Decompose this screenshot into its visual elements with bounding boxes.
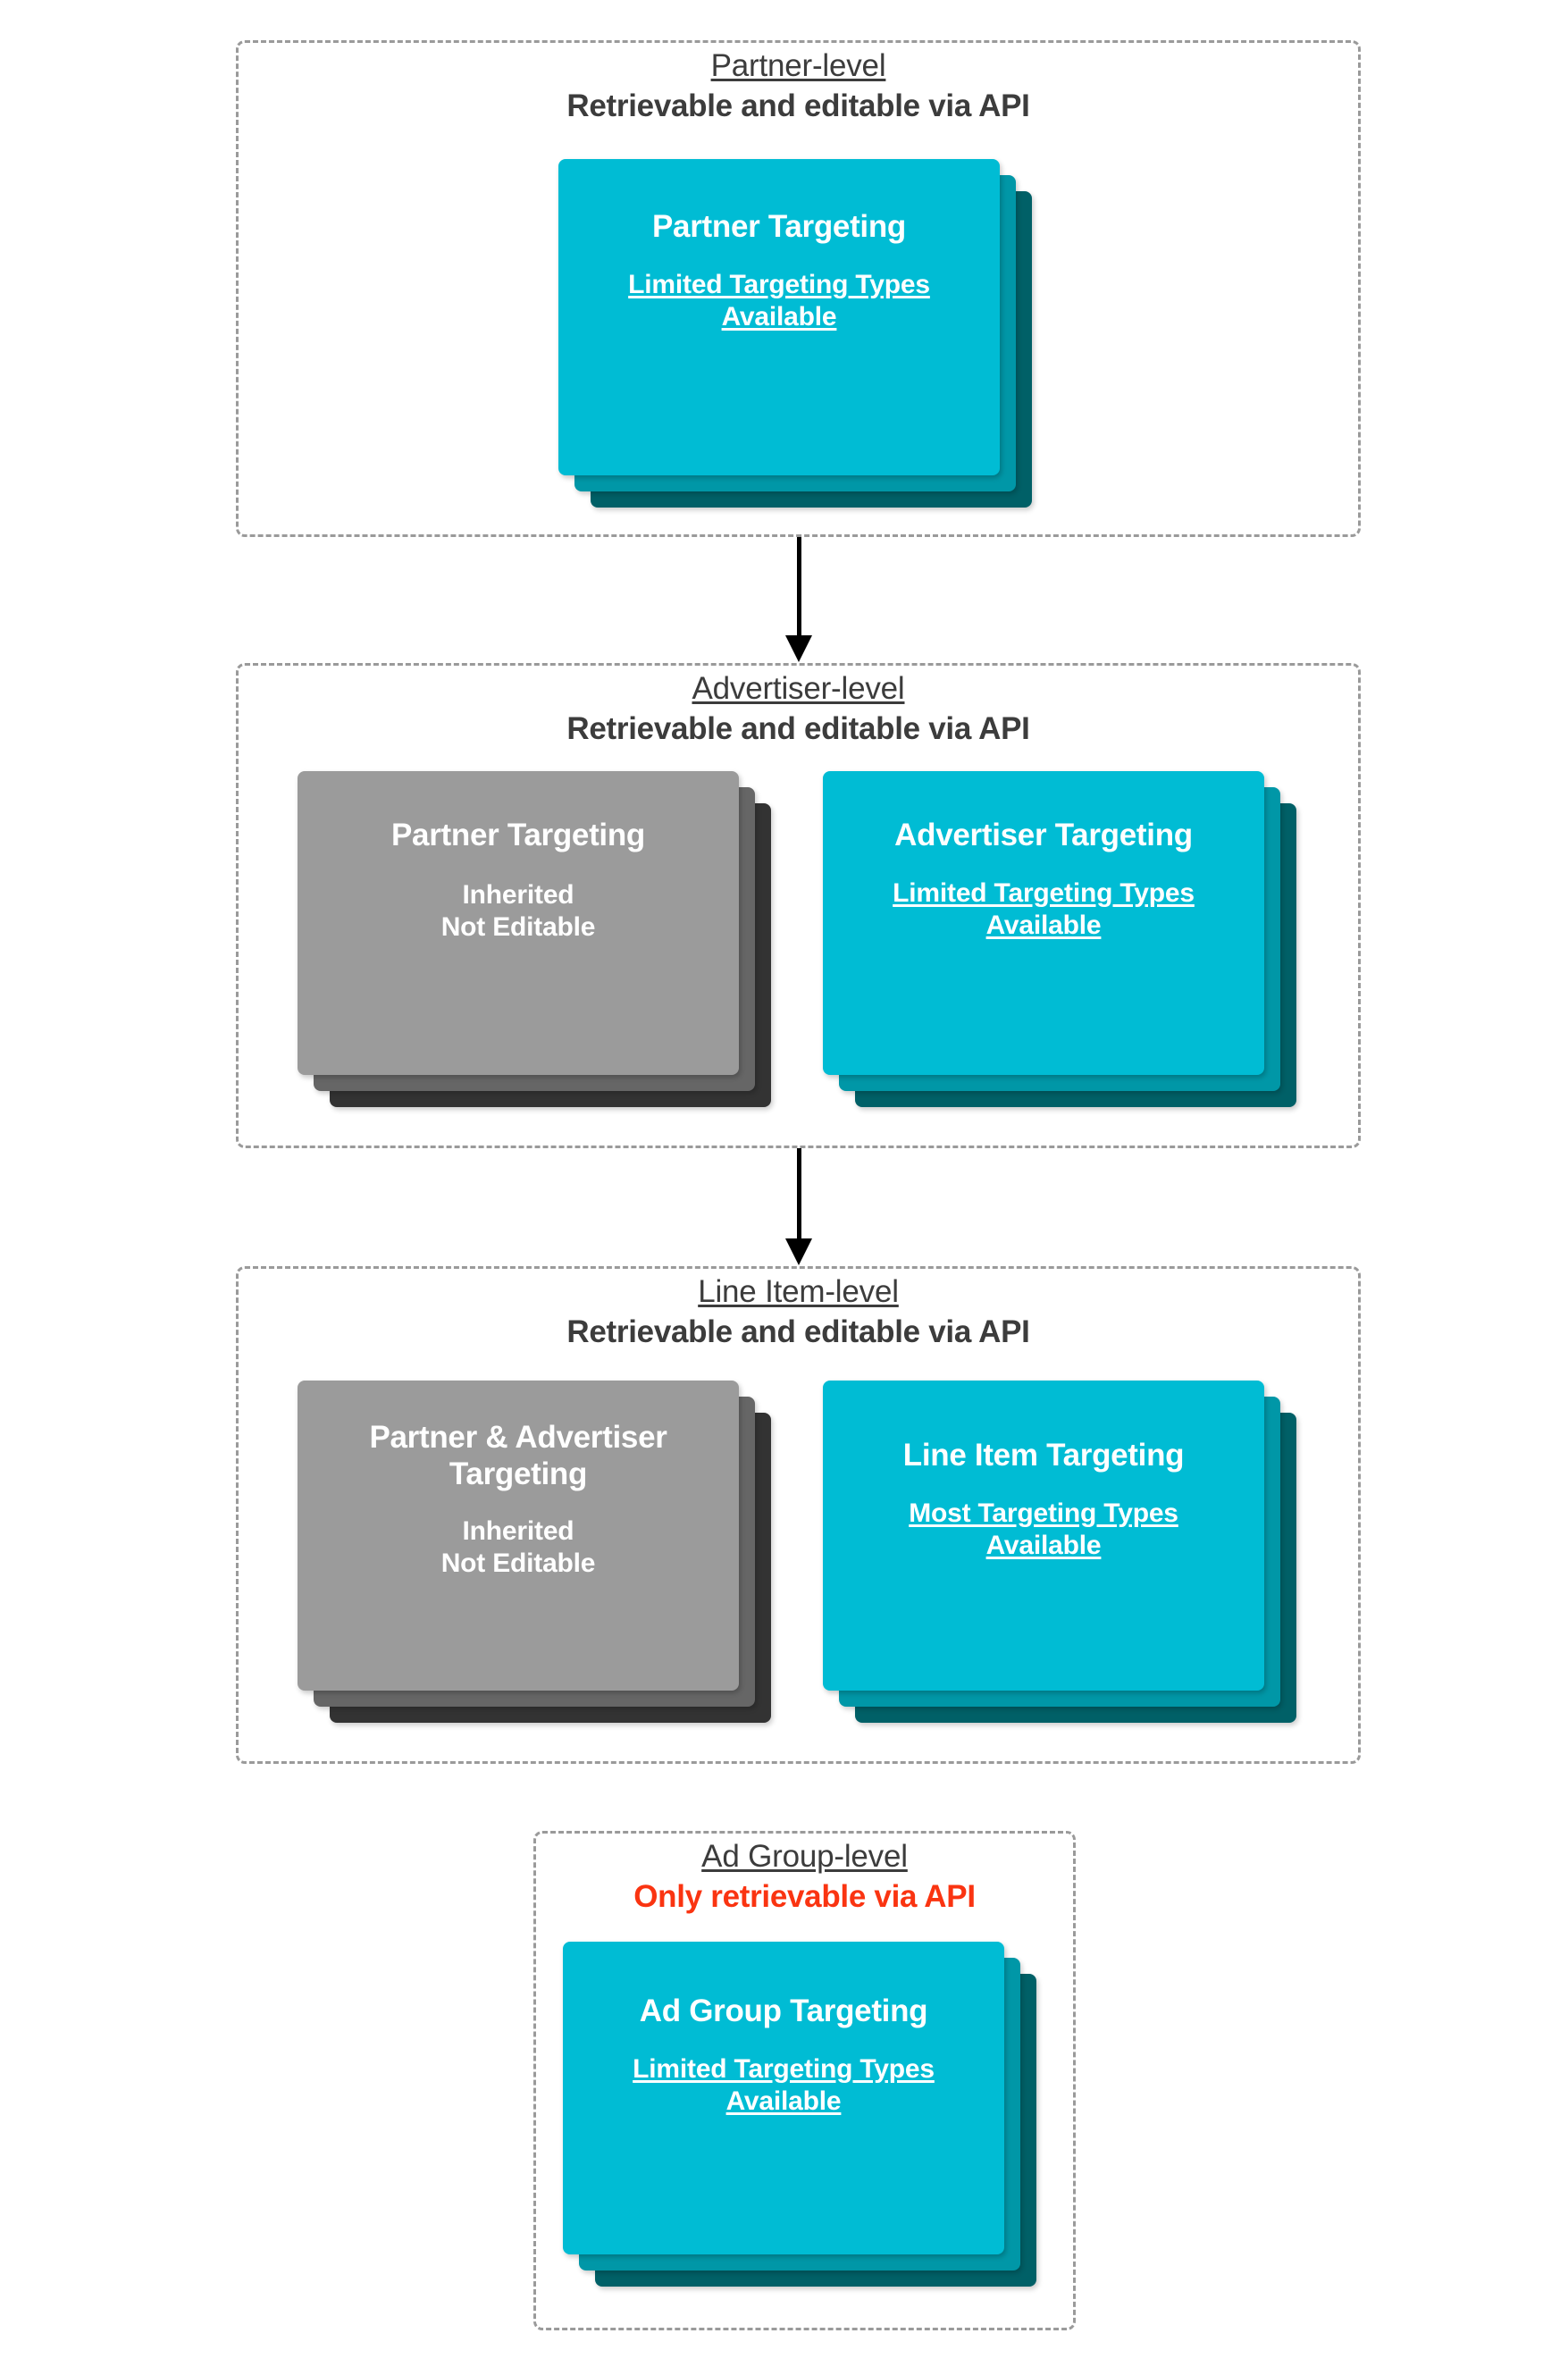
level-heading-line-item: Line Item-level Retrievable and editable… (236, 1273, 1361, 1351)
card-note: Inherited Not Editable (441, 879, 596, 944)
level-title-line-item: Line Item-level (698, 1274, 899, 1309)
card-note-line2: Available (721, 301, 837, 332)
card-title: Line Item Targeting (902, 1438, 1185, 1473)
card-face-line-item-targeting[interactable]: Line Item Targeting Most Targeting Types… (823, 1381, 1264, 1691)
card-stack-line-item-targeting[interactable]: Line Item Targeting Most Targeting Types… (823, 1381, 1296, 1738)
card-note: Most Targeting Types Available (865, 1498, 1222, 1562)
level-subtitle-ad-group: Only retrievable via API (633, 1879, 976, 1915)
level-subtitle-advertiser: Retrievable and editable via API (566, 711, 1030, 747)
card-title: Partner Targeting (390, 818, 646, 852)
card-note-line2: Not Editable (440, 911, 596, 942)
level-box-ad-group (533, 1831, 1076, 2330)
card-title: Ad Group Targeting (639, 1993, 928, 2028)
card-note-line1: Limited Targeting Types (633, 2053, 935, 2084)
card-note: Limited Targeting Types Available (860, 877, 1227, 942)
card-title: Advertiser Targeting (894, 818, 1193, 852)
arrow-head-down-icon (785, 635, 812, 662)
level-title-partner: Partner-level (710, 48, 886, 83)
level-box-advertiser (236, 663, 1361, 1148)
card-face-ad-group-targeting[interactable]: Ad Group Targeting Limited Targeting Typ… (563, 1942, 1004, 2254)
card-title: Partner Targeting (651, 209, 907, 244)
card-note-line1: Limited Targeting Types (893, 877, 1195, 908)
level-heading-partner: Partner-level Retrievable and editable v… (236, 47, 1361, 125)
card-note: Limited Targeting Types Available (605, 2053, 962, 2118)
card-note-line1: Inherited (462, 1516, 574, 1547)
level-subtitle-partner: Retrievable and editable via API (566, 88, 1030, 124)
connector-shaft (797, 1148, 801, 1241)
card-title-line1: Partner & Advertiser (369, 1420, 667, 1455)
level-title-ad-group: Ad Group-level (701, 1839, 908, 1874)
card-face-line-item-inherited[interactable]: Partner & Advertiser Targeting Inherited… (298, 1381, 739, 1691)
level-box-line-item (236, 1266, 1361, 1764)
level-box-partner (236, 40, 1361, 537)
level-subtitle-line-item: Retrievable and editable via API (566, 1314, 1030, 1350)
card-note: Limited Targeting Types Available (600, 269, 958, 333)
card-title: Partner & Advertiser Targeting (331, 1420, 706, 1492)
card-note-line1: Inherited (462, 879, 574, 910)
card-note-line2: Available (725, 2086, 842, 2116)
card-note-line2: Not Editable (440, 1549, 596, 1579)
card-note-line1: Limited Targeting Types (628, 269, 930, 299)
card-face-advertiser-targeting[interactable]: Advertiser Targeting Limited Targeting T… (823, 771, 1264, 1075)
card-stack-partner-targeting[interactable]: Partner Targeting Limited Targeting Type… (558, 159, 1032, 508)
card-note: Inherited Not Editable (441, 1515, 596, 1580)
card-stack-advertiser-inherited[interactable]: Partner Targeting Inherited Not Editable (298, 771, 771, 1120)
level-title-advertiser: Advertiser-level (692, 671, 905, 706)
card-note-line1: Most Targeting Types (909, 1498, 1178, 1528)
arrow-head-down-icon (785, 1238, 812, 1265)
level-heading-ad-group: Ad Group-level Only retrievable via API (533, 1838, 1076, 1916)
card-note-line2: Available (985, 1530, 1102, 1560)
level-heading-advertiser: Advertiser-level Retrievable and editabl… (236, 670, 1361, 748)
card-face-partner-targeting[interactable]: Partner Targeting Limited Targeting Type… (558, 159, 1000, 475)
card-stack-line-item-inherited[interactable]: Partner & Advertiser Targeting Inherited… (298, 1381, 771, 1738)
card-face-advertiser-inherited[interactable]: Partner Targeting Inherited Not Editable (298, 771, 739, 1075)
connector-shaft (797, 537, 801, 638)
card-note-line2: Available (985, 910, 1102, 940)
card-stack-advertiser-targeting[interactable]: Advertiser Targeting Limited Targeting T… (823, 771, 1296, 1120)
card-title-line2: Targeting (449, 1456, 588, 1491)
card-stack-ad-group-targeting[interactable]: Ad Group Targeting Limited Targeting Typ… (563, 1942, 1036, 2290)
